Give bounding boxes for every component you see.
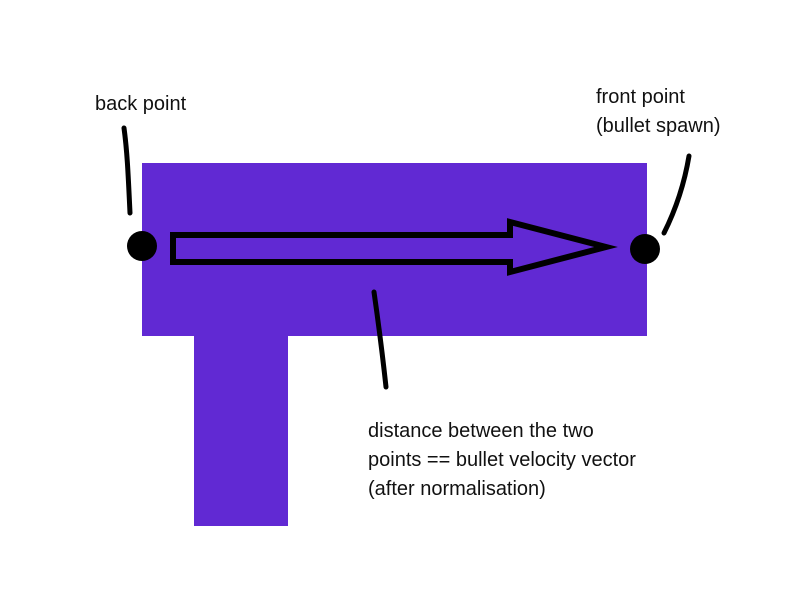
back-point-pointer (121, 125, 133, 216)
distance-pointer (371, 289, 389, 390)
distance-label: distance between the two points == bulle… (368, 417, 636, 504)
back-point-dot (127, 231, 157, 261)
distance-text-line2: points == bullet velocity vector (368, 449, 636, 471)
direction-arrow (170, 218, 618, 276)
front-point-dot (630, 234, 660, 264)
front-point-text-line2: (bullet spawn) (596, 115, 721, 137)
front-point-text-line1: front point (596, 86, 685, 108)
front-point-pointer (661, 153, 692, 236)
back-point-text: back point (95, 93, 187, 115)
gun-handle (194, 336, 288, 526)
back-point-label: back point (95, 90, 186, 119)
distance-text-line1: distance between the two (368, 420, 594, 442)
distance-text-line3: (after normalisation) (368, 478, 546, 500)
front-point-label: front point (bullet spawn) (596, 83, 721, 141)
